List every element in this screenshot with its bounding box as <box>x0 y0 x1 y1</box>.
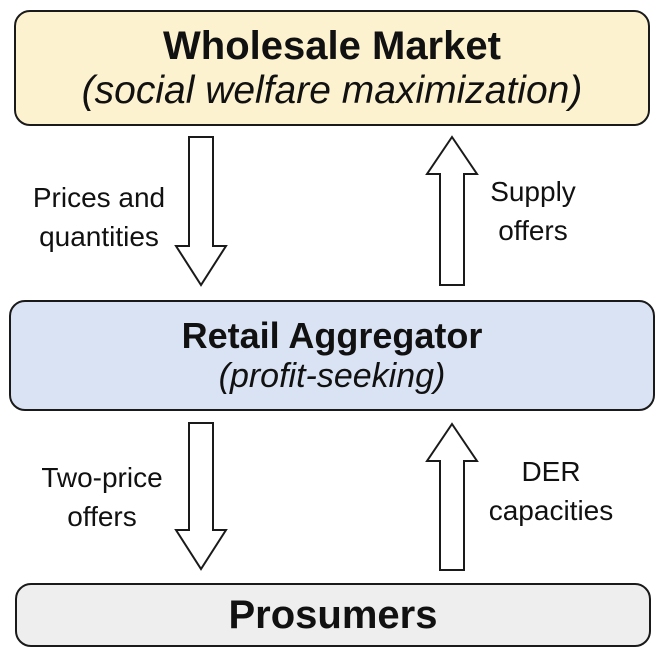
label-two-price-line1: Two-price <box>41 462 163 493</box>
label-two-price-line2: offers <box>67 501 137 532</box>
label-supply-line1: Supply <box>490 176 576 207</box>
label-prices-line2: quantities <box>39 221 159 252</box>
label-two-price-offers: Two-price offers <box>0 458 217 536</box>
wholesale-market-box: Wholesale Market (social welfare maximiz… <box>14 10 650 126</box>
label-supply-line2: offers <box>498 215 568 246</box>
wholesale-market-subtitle: (social welfare maximization) <box>81 68 583 112</box>
prosumers-title: Prosumers <box>228 592 438 637</box>
wholesale-market-title: Wholesale Market <box>163 23 501 68</box>
label-prices-and-quantities: Prices and quantities <box>0 178 214 256</box>
retail-aggregator-title: Retail Aggregator <box>181 315 483 357</box>
label-der-line2: capacities <box>488 495 614 526</box>
down-arrow-prices <box>174 136 228 287</box>
label-der-line1: DER <box>521 456 581 487</box>
down-arrow-two-price-offers <box>174 422 228 571</box>
retail-aggregator-subtitle: (profit-seeking) <box>218 356 446 395</box>
up-arrow-der-capacities <box>425 422 479 571</box>
retail-aggregator-box: Retail Aggregator (profit-seeking) <box>9 300 655 411</box>
label-supply-offers: Supply offers <box>418 172 648 250</box>
label-prices-line1: Prices and <box>32 182 166 213</box>
up-arrow-supply-offers <box>425 135 479 286</box>
label-der-capacities: DER capacities <box>436 452 664 530</box>
prosumers-box: Prosumers <box>15 583 651 647</box>
